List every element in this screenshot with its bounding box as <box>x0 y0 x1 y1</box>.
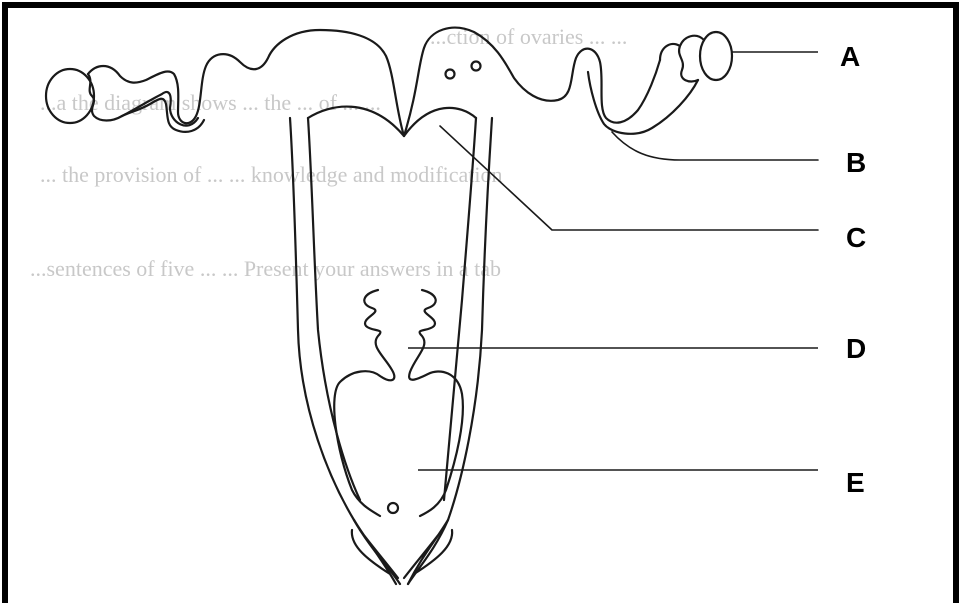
ghost-line-4: ...sentences of five ... ... Present you… <box>30 256 501 281</box>
ghost-line-3: ... the provision of ... ... knowledge a… <box>40 162 503 187</box>
label-C: C <box>846 222 866 253</box>
label-E: E <box>846 467 865 498</box>
label-D: D <box>846 333 866 364</box>
label-B: B <box>846 147 866 178</box>
label-A: A <box>840 41 860 72</box>
